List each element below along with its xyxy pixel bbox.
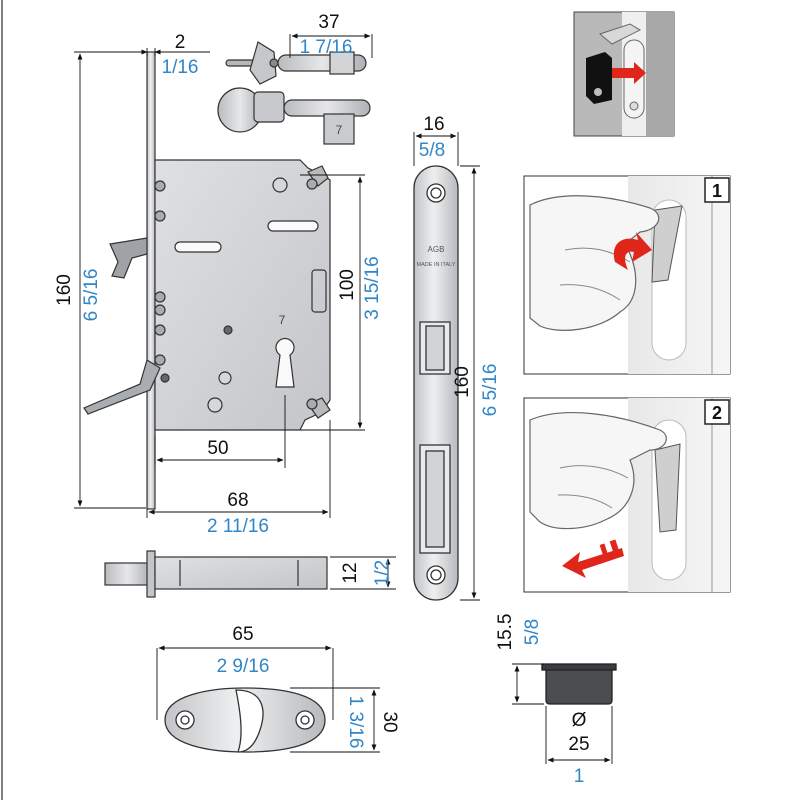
- dim-latch-height-mm: 12: [340, 562, 361, 583]
- escutcheon-plate: [164, 687, 326, 753]
- dim-strike-height-in: 6 5/16: [480, 364, 501, 417]
- dim-cup-diameter-symbol: Ø: [572, 710, 587, 731]
- step-panel-2: [523, 397, 731, 593]
- dim-backset-mm: 50: [207, 438, 228, 459]
- cup-insert: [541, 663, 617, 705]
- dim-strike-height-mm: 160: [452, 366, 473, 398]
- strike-plate-made-in: MADE IN ITALY: [417, 262, 456, 268]
- dim-faceplate-mm: 2: [175, 32, 186, 53]
- dim-escutcheon-height-in: 1 3/16: [345, 696, 366, 749]
- lock-case: [154, 159, 331, 431]
- lock-body: [83, 51, 331, 510]
- handle-tag: [323, 113, 355, 145]
- dim-escutcheon-width-in: 2 9/16: [217, 656, 270, 677]
- dim-lock-height-mm: 160: [54, 274, 75, 306]
- detail-photo-top: [573, 11, 675, 137]
- dim-cup-depth-in: 5/8: [522, 619, 543, 645]
- strike-plate: [413, 165, 459, 601]
- dim-cup-depth-mm: 15.5: [495, 614, 516, 651]
- dim-handle-length-in: 1 7/16: [300, 37, 353, 58]
- dim-cup-diameter-mm: 25: [568, 734, 589, 755]
- dim-latch-height-in: 1/2: [372, 560, 393, 586]
- release-lever: [83, 359, 161, 415]
- dim-escutcheon-width-mm: 65: [232, 624, 253, 645]
- keyhole: [275, 337, 295, 388]
- dim-depth-in: 2 11/16: [207, 516, 269, 537]
- dim-escutcheon-height-mm: 30: [379, 711, 400, 732]
- spring-clip: [311, 269, 327, 313]
- handle-key-number: 7: [336, 123, 343, 137]
- handle-pieces: [217, 41, 371, 145]
- hand-illustration-2: [529, 411, 667, 530]
- follower-slot-lower: [174, 241, 222, 253]
- lock-key-number: 7: [279, 313, 286, 327]
- dim-depth-mm: 68: [227, 490, 248, 511]
- dimension-lines: [74, 33, 613, 764]
- dim-hole-spacing-mm: 100: [337, 269, 358, 301]
- step-number-1: 1: [712, 181, 722, 201]
- pull-arrow-icon: [562, 539, 624, 578]
- case-rivets: [154, 177, 318, 413]
- dim-cup-diameter-in: 1: [574, 766, 585, 787]
- strike-plate-logo: AGB: [428, 245, 445, 254]
- dim-hole-spacing-in: 3 15/16: [362, 256, 383, 319]
- dim-faceplate-in: 1/16: [162, 57, 199, 78]
- hook-latch: [109, 237, 148, 279]
- step-number-2: 2: [712, 403, 722, 423]
- follower-slot-upper: [267, 220, 319, 232]
- latch-bolt: [104, 550, 328, 598]
- dim-lock-height-in: 6 5/16: [81, 269, 102, 322]
- push-arrow-icon: [613, 232, 652, 270]
- step-panel-1: [523, 175, 731, 375]
- dim-handle-length-mm: 37: [318, 12, 339, 33]
- dim-strike-width-in: 5/8: [419, 140, 445, 161]
- dim-strike-width-mm: 16: [423, 114, 444, 135]
- lock-faceplate: [146, 51, 156, 510]
